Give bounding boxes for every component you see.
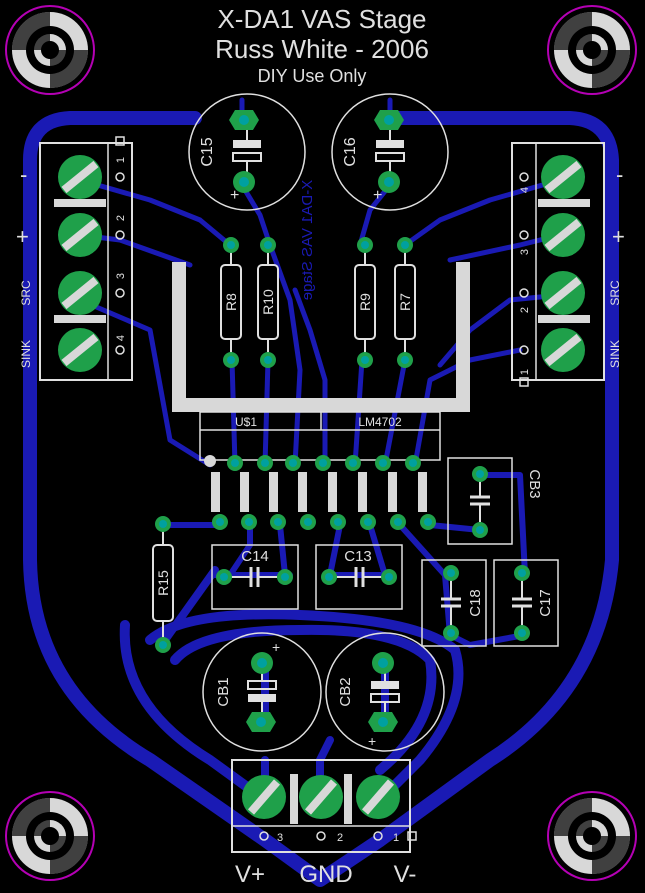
terminal-screw-left-4 bbox=[58, 328, 102, 372]
terminal-screw-right-3 bbox=[541, 213, 585, 257]
terminal-screw-bottom-1 bbox=[356, 775, 400, 819]
resistor-r10: R10 bbox=[257, 237, 279, 368]
resistor-r8: R8 bbox=[220, 237, 242, 368]
cb2-plus-sign: + bbox=[368, 733, 376, 749]
c14-label: C14 bbox=[241, 548, 269, 565]
vplus-label: V+ bbox=[235, 861, 265, 888]
terminal-screw-right-4 bbox=[541, 155, 585, 199]
terminal-block-right: 4 3 2 1 bbox=[511, 142, 605, 387]
c15-label: C15 bbox=[199, 137, 216, 166]
ic-u1-lm4702: U$1 LM4702 bbox=[199, 411, 441, 530]
capacitor-c18: C18 bbox=[421, 559, 487, 647]
cb1-plus-sign: + bbox=[272, 639, 280, 655]
mounting-hole-bottom-left bbox=[5, 791, 95, 881]
capacitor-c16: C16 + bbox=[331, 93, 449, 211]
capacitor-cb2: CB2 + bbox=[325, 632, 445, 752]
right-pin-3: 3 bbox=[519, 249, 531, 255]
terminal-screw-bottom-2 bbox=[299, 775, 343, 819]
c15-plus-sign: + bbox=[230, 187, 239, 204]
cb3-label: CB3 bbox=[526, 469, 543, 498]
capacitor-cb1: CB1 + bbox=[202, 632, 322, 752]
c17-label: C17 bbox=[537, 589, 554, 617]
capacitor-c15: C15 + bbox=[188, 93, 306, 211]
c16-plus-sign: + bbox=[373, 187, 382, 204]
terminal-screw-bottom-3 bbox=[242, 775, 286, 819]
terminal-screw-left-1 bbox=[58, 155, 102, 199]
mounting-hole-top-left bbox=[5, 5, 95, 95]
r15-label: R15 bbox=[155, 570, 171, 596]
capacitor-c13: C13 bbox=[315, 544, 403, 610]
terminal-screw-left-2 bbox=[58, 213, 102, 257]
capacitor-c17: C17 bbox=[493, 559, 559, 647]
bottom-pin-2: 2 bbox=[337, 832, 343, 844]
r7-label: R7 bbox=[397, 293, 413, 311]
r8-label: R8 bbox=[223, 293, 239, 311]
left-pin-3: 3 bbox=[115, 273, 127, 279]
gnd-label: GND bbox=[299, 861, 352, 888]
bottom-pin-3: 3 bbox=[277, 832, 283, 844]
cb2-label: CB2 bbox=[337, 677, 354, 706]
left-pin-2: 2 bbox=[115, 215, 127, 221]
board-notice: DIY Use Only bbox=[258, 66, 367, 86]
right-sink-label: SINK bbox=[608, 340, 622, 368]
r10-label: R10 bbox=[260, 289, 276, 315]
right-pin-4: 4 bbox=[519, 187, 531, 193]
right-minus-label: - bbox=[616, 162, 623, 187]
left-minus-label: - bbox=[20, 162, 27, 187]
cb1-label: CB1 bbox=[215, 677, 232, 706]
vminus-label: V- bbox=[394, 861, 417, 888]
c18-label: C18 bbox=[467, 589, 484, 617]
mirrored-bottom-title: X-DA1 VAS Stage bbox=[299, 180, 316, 301]
right-plus-label: + bbox=[612, 224, 625, 249]
left-pin-1: 1 bbox=[115, 157, 127, 163]
capacitor-cb3: CB3 bbox=[447, 457, 543, 545]
terminal-screw-left-3 bbox=[58, 271, 102, 315]
left-src-label: SRC bbox=[19, 280, 33, 306]
c16-label: C16 bbox=[342, 137, 359, 166]
mounting-hole-top-right bbox=[547, 5, 637, 95]
mounting-hole-bottom-right bbox=[547, 791, 637, 881]
bottom-pin-1: 1 bbox=[393, 832, 399, 844]
board-title: X-DA1 VAS Stage bbox=[217, 4, 426, 34]
mounting-holes bbox=[5, 5, 637, 881]
right-src-label: SRC bbox=[608, 280, 622, 306]
capacitor-c14: C14 bbox=[211, 544, 299, 610]
board-author: Russ White - 2006 bbox=[215, 34, 429, 64]
ic-ref-label: U$1 bbox=[235, 415, 257, 429]
ic-part-label: LM4702 bbox=[358, 415, 402, 429]
resistor-r15: R15 bbox=[152, 516, 174, 653]
right-pin-1: 1 bbox=[519, 369, 531, 375]
c13-label: C13 bbox=[344, 548, 372, 565]
r9-label: R9 bbox=[357, 293, 373, 311]
resistor-r7: R7 bbox=[394, 237, 416, 368]
left-sink-label: SINK bbox=[19, 340, 33, 368]
terminal-screw-right-1 bbox=[541, 328, 585, 372]
terminal-screw-right-2 bbox=[541, 271, 585, 315]
terminal-block-left: 1 2 3 4 bbox=[39, 136, 133, 381]
left-plus-label: + bbox=[16, 224, 29, 249]
terminal-block-bottom: 3 2 1 bbox=[231, 759, 417, 853]
resistor-r9: R9 bbox=[354, 237, 376, 368]
right-pin-2: 2 bbox=[519, 307, 531, 313]
left-pin-4: 4 bbox=[115, 335, 127, 341]
